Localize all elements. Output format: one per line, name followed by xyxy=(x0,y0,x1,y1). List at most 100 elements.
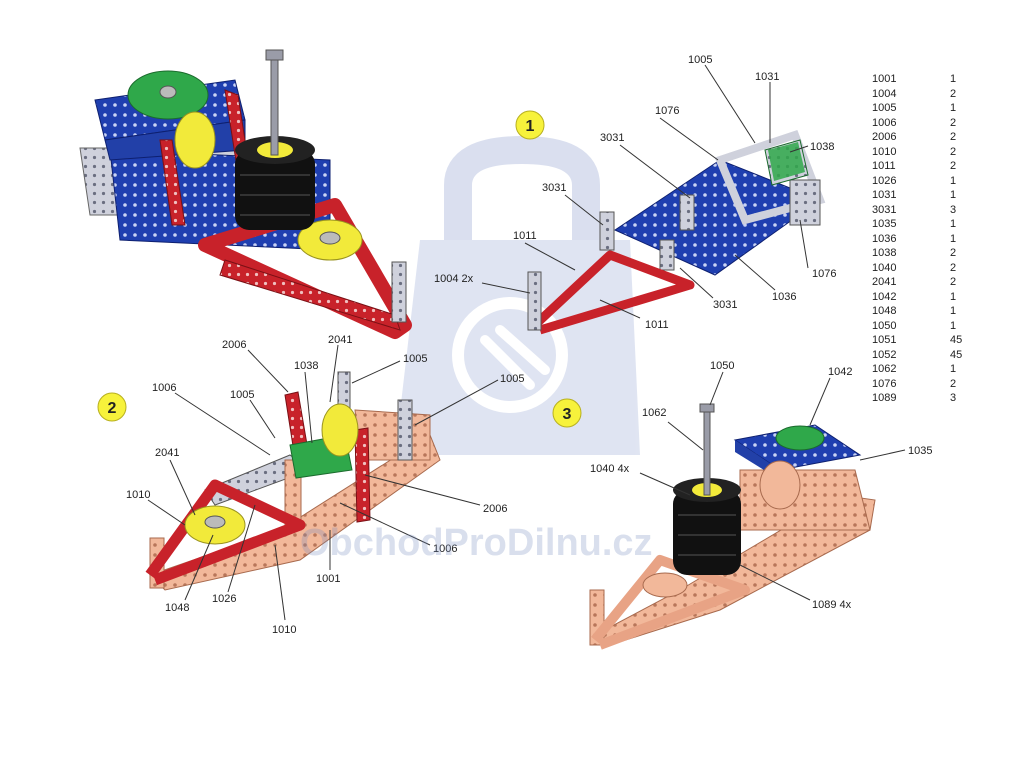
step-1-number: 1 xyxy=(526,118,535,135)
callout-s2-1006b: 1006 xyxy=(433,543,457,555)
part-quantity: 1 xyxy=(950,189,957,201)
part-number: 1026 xyxy=(872,174,897,187)
parts-list-row: 1035 1 xyxy=(872,217,972,232)
callout-s2-1038: 1038 xyxy=(294,360,318,372)
callout-s2-2006a: 2006 xyxy=(222,339,246,351)
parts-list-row: 1004 2 xyxy=(872,87,972,102)
parts-list-row: 3031 3 xyxy=(872,203,972,218)
step-1-illustration: 1 xyxy=(515,110,826,335)
watermark-text: ObchodProDilnu.cz xyxy=(300,522,653,564)
part-number: 1005 xyxy=(872,102,897,114)
part-quantity: 2 xyxy=(950,377,957,390)
callout-s1-3031c: 3031 xyxy=(713,299,737,311)
part-quantity: 1 xyxy=(950,319,957,332)
parts-list-row: 1038 2 xyxy=(872,246,972,261)
part-quantity: 1 xyxy=(950,218,957,230)
parts-list-row: 1010 2 xyxy=(872,145,972,160)
parts-list-row: 1005 1 xyxy=(872,101,972,116)
part-quantity: 2 xyxy=(950,87,957,100)
step-2-illustration: 2 xyxy=(97,371,441,591)
part-number: 3031 xyxy=(872,203,897,216)
part-quantity: 2 xyxy=(950,145,957,158)
step-1-badge xyxy=(515,110,545,140)
part-number: 1042 xyxy=(872,290,897,303)
step-3-number: 3 xyxy=(563,406,572,423)
callout-s3-1089: 1089 4x xyxy=(812,599,852,611)
callout-s1-1031: 1031 xyxy=(755,71,779,83)
callout-s2-1010b: 1010 xyxy=(272,624,296,636)
callout-s2-1005b: 1005 xyxy=(230,389,254,401)
part-number: 1031 xyxy=(872,189,897,201)
part-quantity: 1 xyxy=(950,363,957,375)
step-2-number: 2 xyxy=(108,400,117,417)
part-number: 1006 xyxy=(872,116,897,129)
part-number: 1050 xyxy=(872,319,897,332)
part-number: 1035 xyxy=(872,218,897,230)
part-quantity: 2 xyxy=(950,116,957,129)
part-quantity: 2 xyxy=(950,276,957,288)
callout-s3-1040: 1040 4x xyxy=(590,463,630,475)
parts-list-row: 1031 1 xyxy=(872,188,972,203)
parts-list-row: 1051 45 xyxy=(872,333,972,348)
callout-s3-1035: 1035 xyxy=(908,445,932,457)
complete-model-illustration xyxy=(79,49,412,339)
part-quantity: 2 xyxy=(950,160,957,172)
part-number: 1076 xyxy=(872,377,897,390)
part-quantity: 2 xyxy=(950,247,957,259)
part-quantity: 2 xyxy=(950,261,957,274)
callout-s1-1011a: 1011 xyxy=(513,230,537,242)
callout-s2-2041b: 2041 xyxy=(155,447,179,459)
step-2-badge xyxy=(97,392,127,422)
part-quantity: 3 xyxy=(950,203,957,216)
callout-s3-1050: 1050 xyxy=(710,360,734,372)
part-quantity: 1 xyxy=(950,102,957,114)
part-quantity: 45 xyxy=(950,348,963,361)
callout-s2-1001: 1001 xyxy=(316,573,340,585)
callout-s3-1062: 1062 xyxy=(642,407,666,419)
callout-leader-lines xyxy=(147,64,906,621)
part-number: 1038 xyxy=(872,247,897,259)
callout-s2-1005a: 1005 xyxy=(403,353,427,365)
callout-s3-1042: 1042 xyxy=(828,366,852,378)
part-number: 1004 xyxy=(872,87,897,100)
parts-list-row: 2041 2 xyxy=(872,275,972,290)
callout-s1-3031a: 3031 xyxy=(600,132,624,144)
part-quantity: 1 xyxy=(950,174,957,187)
part-number: 1010 xyxy=(872,145,897,158)
parts-list-row: 1006 2 xyxy=(872,116,972,131)
part-number: 1089 xyxy=(872,392,897,404)
step-3-illustration: 3 xyxy=(552,398,876,650)
part-number: 1062 xyxy=(872,363,897,375)
callout-labels: 1005 1031 1076 1038 3031 3031 1011 1004 … xyxy=(126,54,932,636)
parts-list-row: 1001 1 xyxy=(872,72,972,87)
callout-s1-1005: 1005 xyxy=(688,54,712,66)
parts-list-row: 2006 2 xyxy=(872,130,972,145)
part-number: 2041 xyxy=(872,276,897,288)
parts-list-row: 1062 1 xyxy=(872,362,972,377)
part-quantity: 45 xyxy=(950,334,963,346)
callout-s1-1076a: 1076 xyxy=(655,105,679,117)
parts-list-row: 1026 1 xyxy=(872,174,972,189)
part-quantity: 1 xyxy=(950,232,957,245)
part-quantity: 1 xyxy=(950,73,957,85)
callout-s2-2006b: 2006 xyxy=(483,503,507,515)
part-number: 2006 xyxy=(872,131,897,143)
part-number: 1001 xyxy=(872,73,897,85)
callout-s1-3031b: 3031 xyxy=(542,182,566,194)
step-3-badge xyxy=(552,398,582,428)
callout-s1-1011b: 1011 xyxy=(645,319,669,331)
part-number: 1051 xyxy=(872,334,897,346)
callout-s2-1048: 1048 xyxy=(165,602,189,614)
parts-list-row: 1036 1 xyxy=(872,232,972,247)
parts-list-row: 1050 1 xyxy=(872,319,972,334)
part-quantity: 2 xyxy=(950,131,957,143)
part-number: 1052 xyxy=(872,348,897,361)
part-number: 1036 xyxy=(872,232,897,245)
parts-list-row: 1052 45 xyxy=(872,348,972,363)
